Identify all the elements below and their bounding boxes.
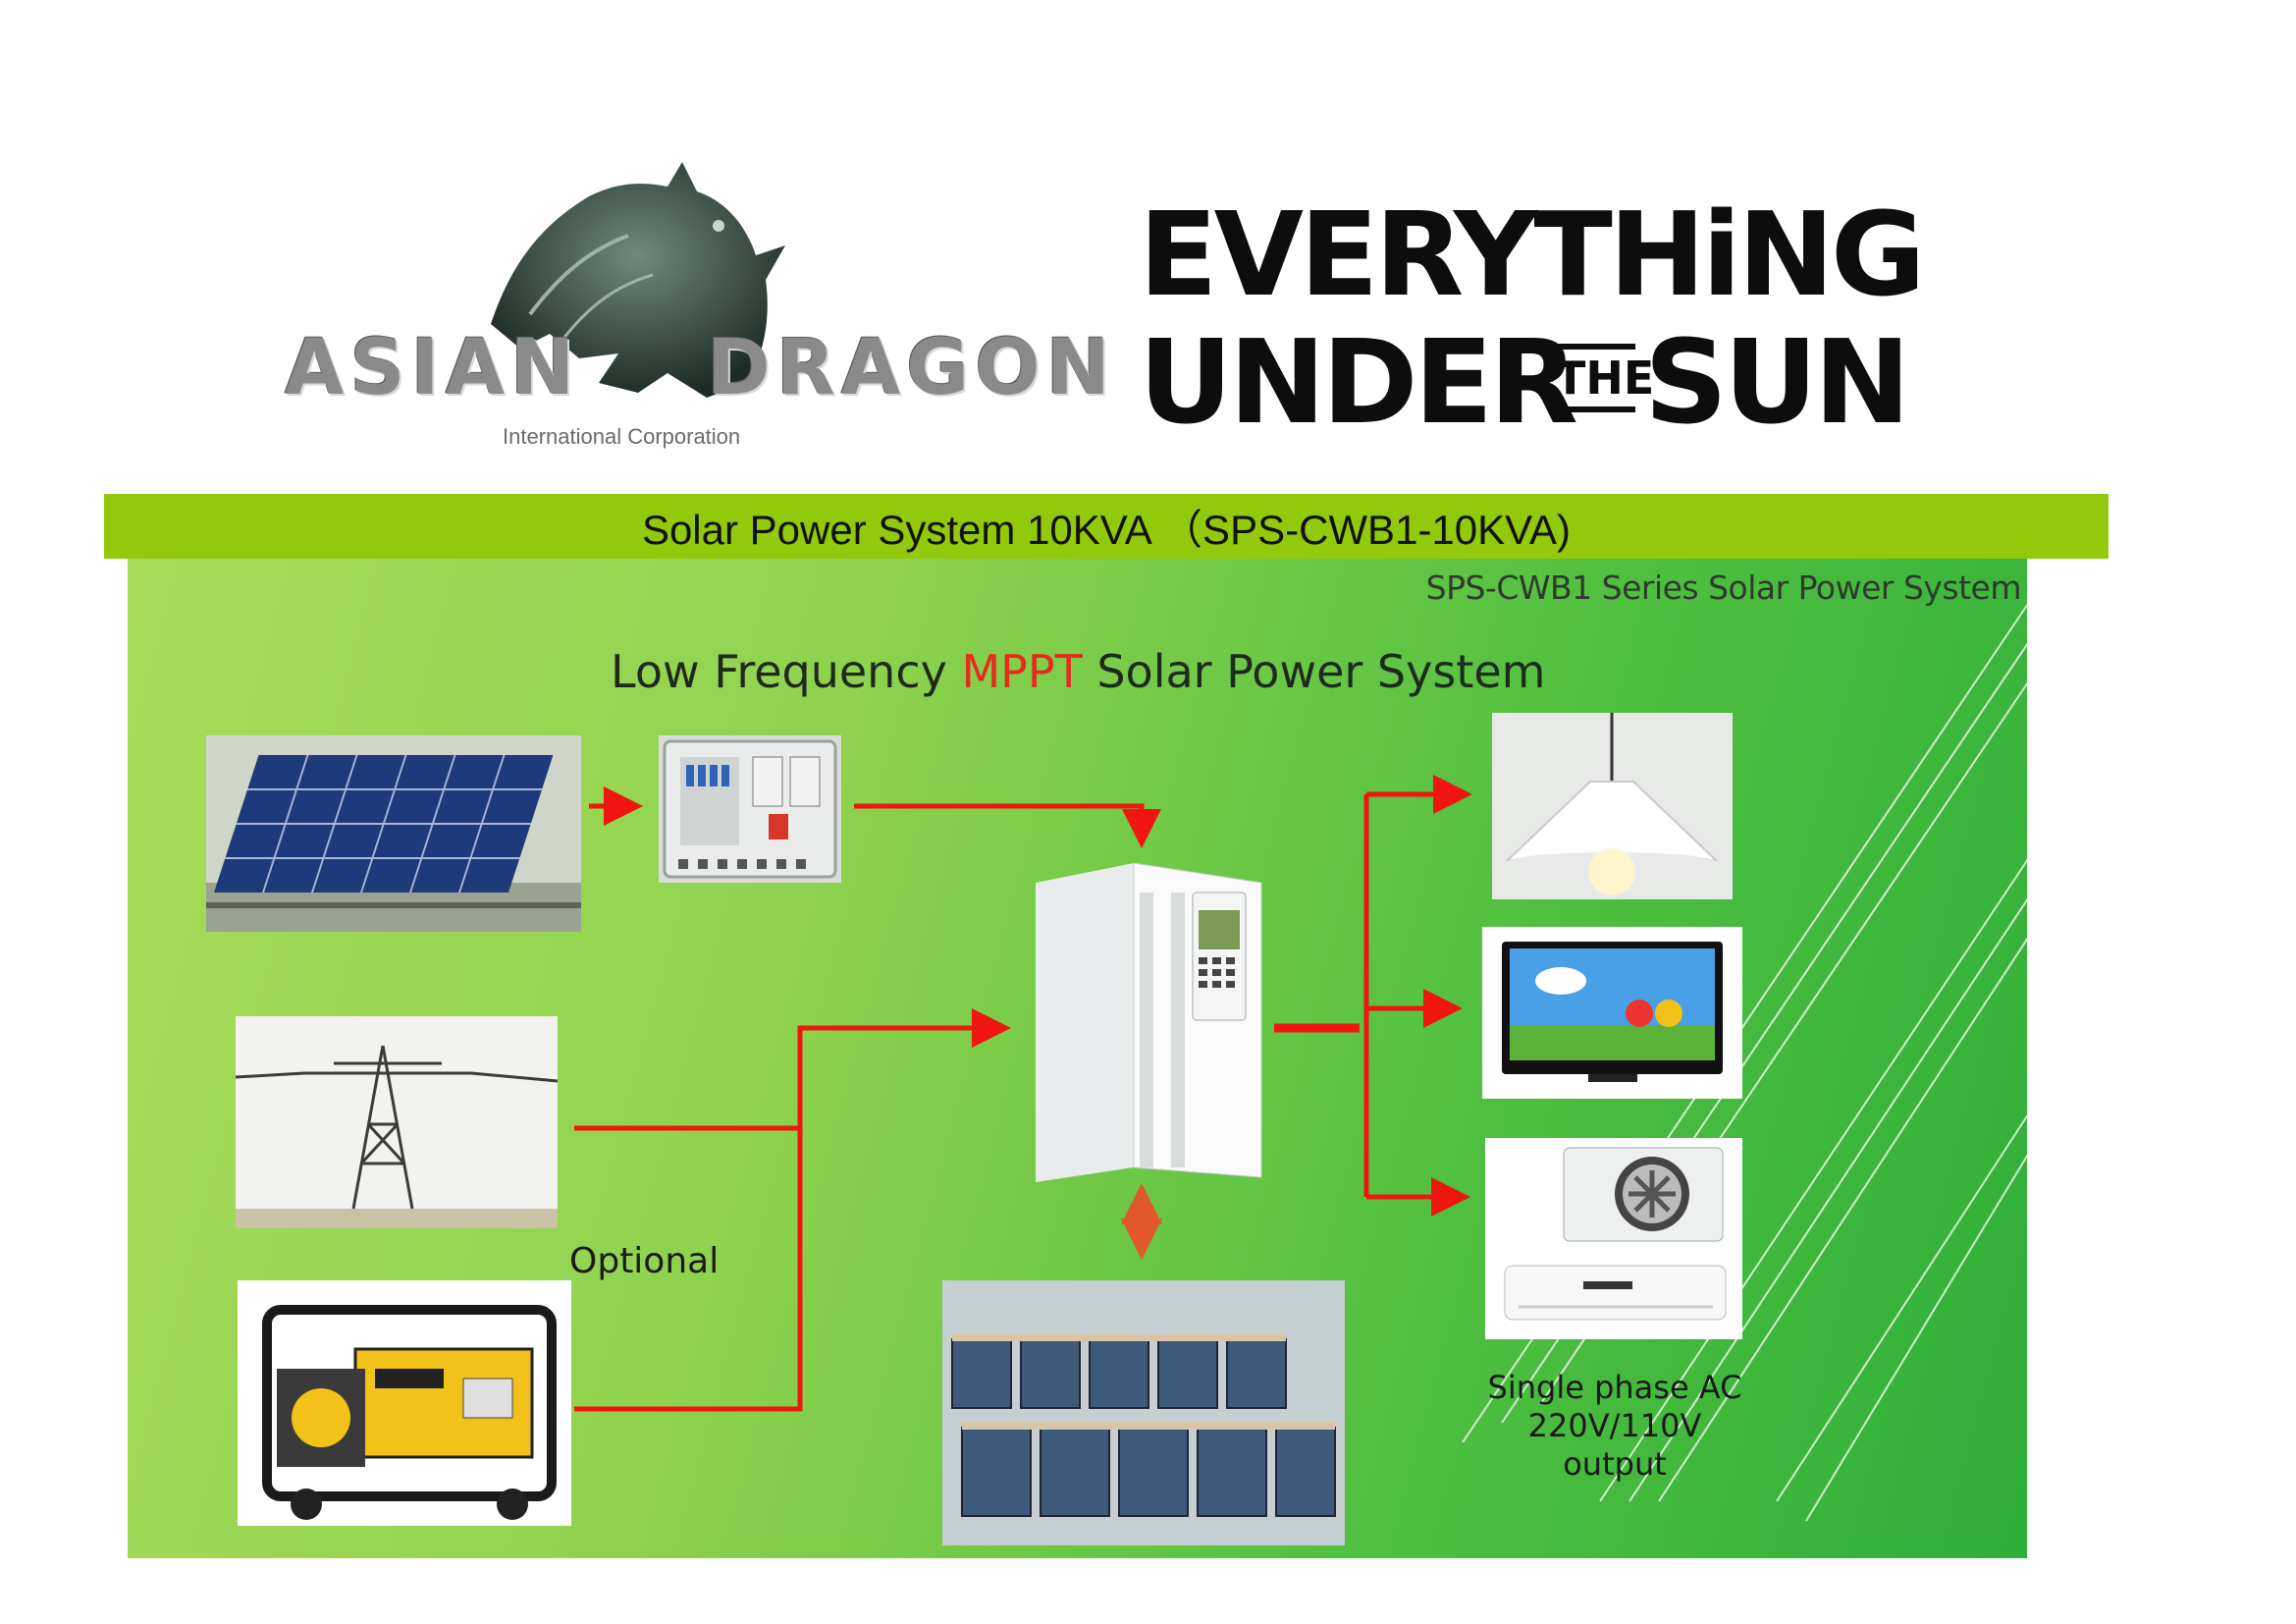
logo-line-sun: SUN [1644,324,1907,440]
asian-dragon-logo: ASIAN DRAGON International Corporation [285,157,1119,471]
system-diagram-panel: SPS-CWB1 Series Solar Power System Low F… [128,559,2027,1558]
output-caption: Single phase AC 220V/110V output [1482,1369,1747,1484]
arrow-combiner-to-inverter [854,806,1142,839]
logo-line-under: UNDER [1139,324,1575,440]
output-caption-line2: 220V/110V output [1482,1407,1747,1484]
arrow-grid-to-inverter [574,1028,1001,1128]
logo-line-everything: EVERYTHiNG [1139,196,1922,312]
brand-word-dragon: DRAGON [707,324,1116,412]
logo-the-box: THE [1555,344,1635,412]
page-title: Solar Power System 10KVA （SPS-CWB1-10KVA… [642,497,1571,557]
brand-tagline: International Corporation [503,424,740,450]
brand-word-asian: ASIAN [285,324,580,412]
everything-under-the-sun-logo: EVERYTHiNG UNDER THE SUN [1139,196,1924,461]
output-caption-line1: Single phase AC [1482,1369,1747,1407]
optional-label: Optional [569,1241,719,1281]
title-bar: Solar Power System 10KVA （SPS-CWB1-10KVA… [104,494,2109,559]
